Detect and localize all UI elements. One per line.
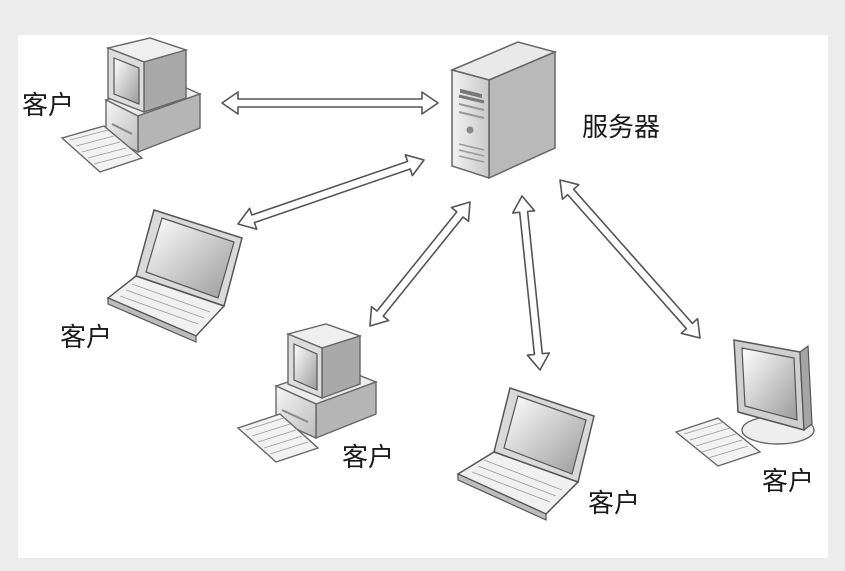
client-laptop-left: 客户	[60, 209, 243, 353]
client-label: 客户	[60, 323, 112, 353]
server-tower-icon	[449, 41, 558, 180]
client-desktop-topleft: 客户	[22, 37, 202, 173]
desktop-icon	[60, 37, 202, 173]
client-laptop-bottom: 客户	[456, 387, 640, 521]
arrow-server-desktop-bottom	[369, 201, 471, 327]
laptop-icon	[456, 387, 595, 521]
desktop-icon	[236, 323, 378, 463]
client-label: 客户	[588, 489, 640, 519]
client-label: 客户	[342, 443, 394, 473]
connection-arrows	[221, 91, 701, 371]
client-monitor-right: 客户	[674, 339, 815, 497]
client-label: 客户	[22, 91, 74, 121]
arrow-server-laptop-bottom	[511, 195, 551, 371]
arrow-server-laptop-left	[237, 154, 425, 230]
laptop-icon	[106, 209, 243, 343]
arrow-server-desktop-topleft	[221, 91, 439, 115]
server-label: 服务器	[582, 113, 660, 143]
client-label: 客户	[762, 467, 814, 497]
monitor-icon	[674, 339, 815, 467]
arrow-server-monitor-right	[559, 179, 701, 339]
client-desktop-bottom: 客户	[236, 323, 394, 473]
